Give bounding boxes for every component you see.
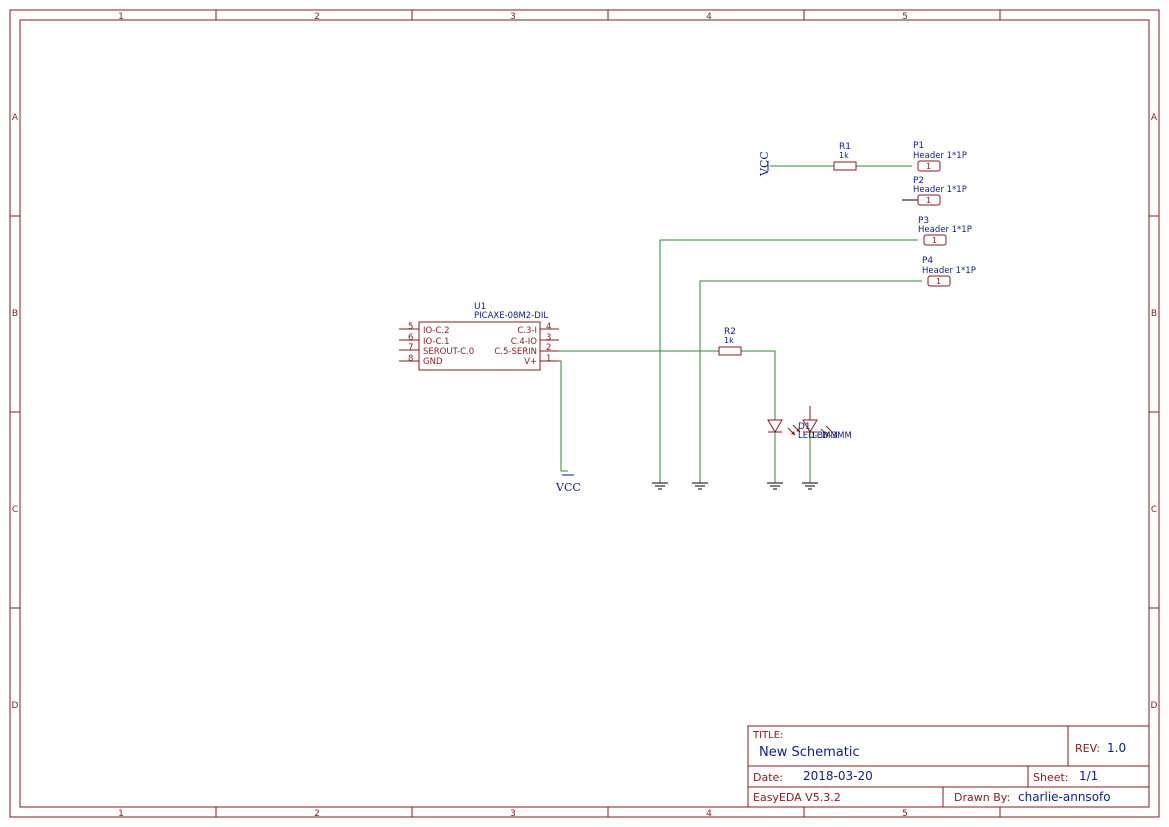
date-label: Date: [753,771,783,784]
p2-pin: 1 [926,196,931,205]
u1-pin-name: C.5-SERIN [494,347,537,357]
zone-row-a-right: A [1151,113,1158,123]
drawn-by-label: Drawn By: [954,791,1010,804]
zone-col-2-top: 2 [314,12,320,22]
zone-row-c-left: C [12,505,18,515]
d1-ref: D1 [798,422,811,432]
led-2[interactable]: LED-3MM [802,406,852,441]
p3-ref: P3 [918,216,929,226]
title-label: TITLE: [752,730,783,741]
u1-pin-num: 6 [408,333,413,343]
header-p2[interactable]: 1 P2 Header 1*1P [902,176,967,206]
vcc-bottom-label: VCC [555,481,581,494]
u1-pin-num: 2 [546,343,551,353]
p2-value: Header 1*1P [913,185,967,195]
ground-symbol[interactable] [802,482,818,490]
header-p4[interactable]: 1 P4 Header 1*1P [922,256,976,287]
rev-label: REV: [1075,742,1100,755]
zone-col-1-top: 1 [118,12,124,22]
p1-value: Header 1*1P [913,151,967,161]
led-d1[interactable]: D1 LED-3MM [767,419,838,441]
p3-value: Header 1*1P [918,225,972,235]
u1-pin-num: 5 [408,322,413,332]
wires [559,165,922,483]
zone-col-5-top: 5 [902,12,908,22]
sheet-frame [9,9,1160,818]
vcc-flag-top[interactable]: VCC [758,151,771,177]
ground-symbol[interactable] [652,482,668,490]
d1-value: LED-3MM [798,431,838,441]
led2-value: LED-3MM [812,431,852,441]
zone-row-a-left: A [12,113,19,123]
software-version: EasyEDA V5.3.2 [753,791,841,804]
zone-col-4-top: 4 [706,12,712,22]
u1-pin-name: IO-C.1 [423,337,450,347]
u1-pin-num: 7 [408,343,413,353]
zone-col-3-top: 3 [510,12,516,22]
zone-row-d-left: D [12,701,19,711]
u1-pin-name: V+ [524,357,537,367]
header-p3[interactable]: 1 P3 Header 1*1P [918,216,972,246]
drawn-by-value: charlie-annsofo [1018,790,1111,804]
vcc-top-label: VCC [758,151,771,177]
zone-row-b-right: B [1151,309,1157,319]
rev-value: 1.0 [1107,741,1126,755]
header-p1[interactable]: 1 P1 Header 1*1P [913,141,967,172]
zone-row-b-left: B [12,309,18,319]
ground-symbol[interactable] [692,482,708,490]
zone-col-2-bottom: 2 [314,809,320,819]
p1-ref: P1 [913,141,924,151]
u1-value: PICAXE-08M2-DIL [474,311,548,321]
p4-ref: P4 [922,256,933,266]
r1-value: 1k [839,151,849,160]
ground-symbol[interactable] [767,482,783,490]
zone-col-5-bottom: 5 [902,809,908,819]
title-value: New Schematic [759,745,860,760]
p4-value: Header 1*1P [922,266,976,276]
u1-pin-name: GND [423,357,443,367]
resistor-r1[interactable]: R1 1k [833,142,857,171]
u1-pin-name: C.4-IO [511,337,538,347]
p2-ref: P2 [913,176,924,186]
r2-ref: R2 [724,327,736,337]
u1-pin-num: 8 [408,354,413,364]
zone-col-3-bottom: 3 [510,809,516,819]
resistor-r2[interactable]: R2 1k [718,327,742,356]
date-value: 2018-03-20 [803,769,873,783]
u1-pin-num: 1 [546,354,551,364]
u1-pin-num: 4 [546,322,551,332]
zone-col-4-bottom: 4 [706,809,712,819]
u1-pin-num: 3 [546,333,551,343]
zone-row-d-right: D [1151,701,1158,711]
u1-pin-name: IO-C.2 [423,326,450,336]
title-block [747,725,1150,808]
u1-pin-name: C.3-I [517,326,537,336]
ic-u1[interactable]: U1 PICAXE-08M2-DIL 5 6 7 8 IO-C.2 IO-C.1… [399,302,559,371]
u1-pin-name: SEROUT-C.0 [423,347,474,357]
sheet-label: Sheet: [1033,771,1069,784]
r1-ref: R1 [839,142,851,152]
u1-ref: U1 [474,302,486,312]
p4-pin: 1 [936,277,941,286]
zone-row-c-right: C [1151,505,1157,515]
vcc-flag-bottom[interactable]: VCC [555,474,581,494]
p1-pin: 1 [926,162,931,171]
sheet-value: 1/1 [1079,769,1098,783]
p3-pin: 1 [932,236,937,245]
r2-value: 1k [724,336,734,345]
zone-col-1-bottom: 1 [118,809,124,819]
